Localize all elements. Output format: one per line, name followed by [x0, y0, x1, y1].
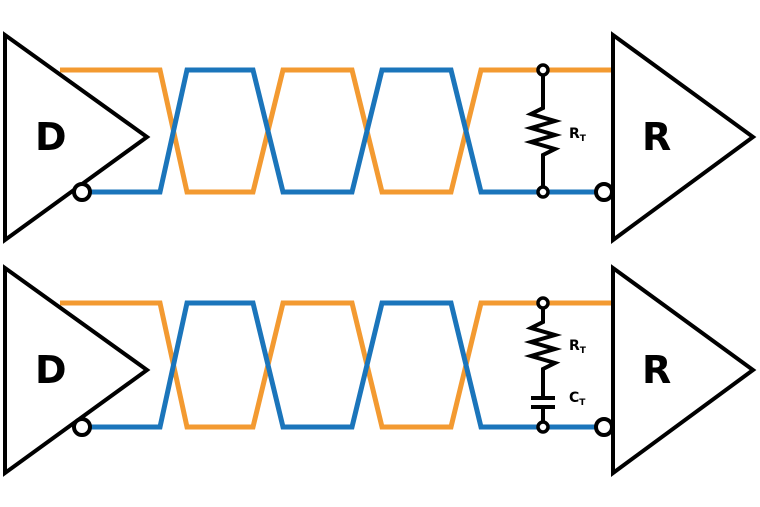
driver-inverting-bubble — [72, 182, 92, 202]
resistor-label: RT — [569, 126, 587, 144]
receiver-inverting-bubble — [594, 417, 614, 437]
capacitor-label: CT — [569, 390, 586, 408]
driver: D — [3, 31, 151, 244]
driver-label: D — [35, 348, 67, 392]
junction-dot-bottom — [536, 185, 550, 199]
termination-rc-network: RT CT — [523, 296, 587, 434]
resistor-symbol — [523, 70, 563, 192]
receiver-label: R — [642, 115, 671, 159]
termination-resistor: RT — [523, 63, 587, 199]
diagram-parallel-termination: D R RT — [3, 31, 757, 244]
driver-label: D — [35, 115, 67, 159]
receiver-triangle — [611, 31, 757, 244]
junction-dot-top — [536, 63, 550, 77]
driver-triangle — [3, 31, 151, 244]
resistor-label: RT — [569, 338, 587, 356]
diagram-ac-termination: D R RT CT — [3, 264, 757, 477]
receiver: R — [594, 264, 757, 477]
twisted-pair-line-b — [90, 67, 600, 195]
receiver-inverting-bubble — [594, 182, 614, 202]
twisted-pair-line-a — [60, 67, 613, 195]
driver: D — [3, 264, 151, 477]
twisted-pair-line-b — [90, 300, 600, 430]
receiver-triangle — [611, 264, 757, 477]
receiver: R — [594, 31, 757, 244]
driver-triangle — [3, 264, 151, 477]
receiver-label: R — [642, 348, 671, 392]
resistor-symbol — [523, 303, 563, 396]
driver-inverting-bubble — [72, 417, 92, 437]
junction-dot-bottom — [536, 420, 550, 434]
junction-dot-top — [536, 296, 550, 310]
